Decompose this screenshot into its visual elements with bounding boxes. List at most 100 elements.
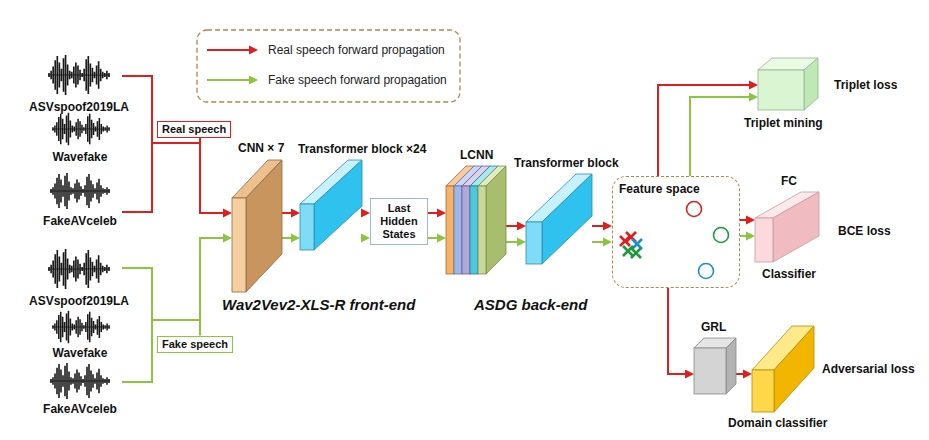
fc-block-shape bbox=[755, 192, 819, 262]
loss-label: Adversarial loss bbox=[822, 362, 915, 376]
feature-space: Feature space bbox=[612, 176, 740, 288]
connector-line bbox=[200, 238, 223, 336]
stage-title: Wav2Vev2-XLS-R front-end bbox=[222, 296, 415, 313]
arrow-head bbox=[249, 46, 258, 55]
connector-line bbox=[428, 212, 437, 214]
node-text: Fake speech bbox=[162, 338, 228, 351]
triplet-block: Triplet mining bbox=[758, 58, 818, 110]
grl-block-shape bbox=[694, 338, 736, 394]
arrow-head bbox=[223, 234, 232, 243]
connector-line bbox=[740, 219, 746, 221]
lcnn-stack-shape bbox=[446, 166, 506, 274]
waveform bbox=[50, 173, 110, 209]
connector-line bbox=[282, 237, 291, 239]
arrow-head bbox=[361, 234, 370, 243]
domain-classifier-block: Domain classifier bbox=[752, 326, 814, 412]
node-text: GRL bbox=[701, 320, 726, 334]
node-text: LCNN bbox=[460, 148, 493, 162]
node-text: Last Hidden States bbox=[374, 202, 424, 241]
connector bbox=[740, 232, 755, 241]
node-text: Feature space bbox=[619, 182, 700, 196]
connector bbox=[740, 216, 755, 225]
arrow-head bbox=[746, 216, 755, 225]
connector-line bbox=[506, 225, 517, 227]
arrow-head bbox=[749, 81, 758, 90]
connector-line bbox=[428, 237, 437, 239]
dataset-label: ASVspoof2019LA bbox=[19, 100, 139, 114]
bracket-wire bbox=[152, 142, 201, 144]
arrow-head bbox=[437, 209, 446, 218]
dataset-label: ASVspoof2019LA bbox=[19, 294, 139, 308]
connector bbox=[658, 81, 758, 177]
connector-line bbox=[740, 235, 746, 237]
connector bbox=[736, 370, 752, 379]
connector bbox=[506, 238, 526, 247]
fake-bracket bbox=[122, 268, 152, 382]
connector bbox=[668, 288, 694, 379]
connector bbox=[690, 93, 758, 177]
connector bbox=[361, 234, 370, 243]
connector bbox=[361, 209, 370, 218]
transformer-block-shape bbox=[300, 160, 362, 250]
cnn-block: CNN × 7 bbox=[232, 160, 282, 292]
node-text: FC bbox=[781, 174, 797, 188]
real-bracket bbox=[122, 76, 152, 212]
arrow-head bbox=[749, 93, 758, 102]
connector bbox=[428, 209, 446, 218]
dataset-label: FakeAVceleb bbox=[20, 402, 140, 416]
arrow-head bbox=[437, 234, 446, 243]
legend-line bbox=[207, 46, 258, 55]
node-text: Transformer block ×24 bbox=[298, 142, 426, 156]
triplet-block-shape bbox=[758, 58, 818, 110]
connector bbox=[200, 138, 232, 218]
connector-line bbox=[506, 241, 517, 243]
arrow-head bbox=[603, 238, 612, 247]
waveform bbox=[52, 113, 110, 145]
grl-block: GRL bbox=[694, 338, 736, 394]
connector-line bbox=[668, 288, 685, 374]
connector-line bbox=[658, 85, 749, 176]
cnn-block-shape bbox=[232, 160, 282, 292]
stage-title: ASDG back-end bbox=[474, 296, 587, 313]
arrow-head bbox=[603, 222, 612, 231]
dataset-label: Wavefake bbox=[20, 346, 140, 360]
arrow-head bbox=[223, 209, 232, 218]
arrow-head bbox=[743, 370, 752, 379]
connector-line bbox=[207, 49, 249, 51]
connector bbox=[592, 222, 612, 231]
legend-line bbox=[207, 76, 258, 85]
transformer-block-shape bbox=[526, 174, 592, 264]
dataset-label: FakeAVceleb bbox=[20, 214, 140, 228]
arrow-head bbox=[291, 209, 300, 218]
waveform bbox=[48, 55, 110, 95]
arrow-head bbox=[517, 222, 526, 231]
transformer-block: Transformer block bbox=[526, 174, 592, 264]
lcnn-stack: LCNN bbox=[446, 166, 506, 274]
legend-text: Fake speech forward propagation bbox=[268, 73, 447, 87]
loss-label: BCE loss bbox=[838, 224, 891, 238]
node-text: CNN × 7 bbox=[238, 141, 284, 155]
legend-text: Real speech forward propagation bbox=[268, 43, 445, 57]
arrow-head bbox=[746, 232, 755, 241]
node-text: Triplet mining bbox=[744, 116, 823, 130]
input-group-tag: Fake speech bbox=[157, 336, 233, 353]
bracket-wire bbox=[152, 319, 201, 321]
legend-frame bbox=[197, 30, 460, 102]
connector bbox=[428, 234, 446, 243]
arrow-head bbox=[517, 238, 526, 247]
node-text: Domain classifier bbox=[728, 416, 827, 430]
node-text: Transformer block bbox=[514, 156, 619, 170]
connector bbox=[200, 234, 232, 336]
connector-line bbox=[592, 241, 603, 243]
node-text: Real speech bbox=[162, 123, 226, 136]
dataset-label: Wavefake bbox=[20, 150, 140, 164]
connector bbox=[592, 238, 612, 247]
connector bbox=[282, 209, 300, 218]
input-group-tag: Real speech bbox=[157, 121, 231, 138]
arrow-head bbox=[291, 234, 300, 243]
transformer-block: Transformer block ×24 bbox=[300, 160, 362, 250]
loss-label: Triplet loss bbox=[834, 78, 897, 92]
connector-line bbox=[592, 225, 603, 227]
connector-line bbox=[282, 212, 291, 214]
arrow-head bbox=[361, 209, 370, 218]
